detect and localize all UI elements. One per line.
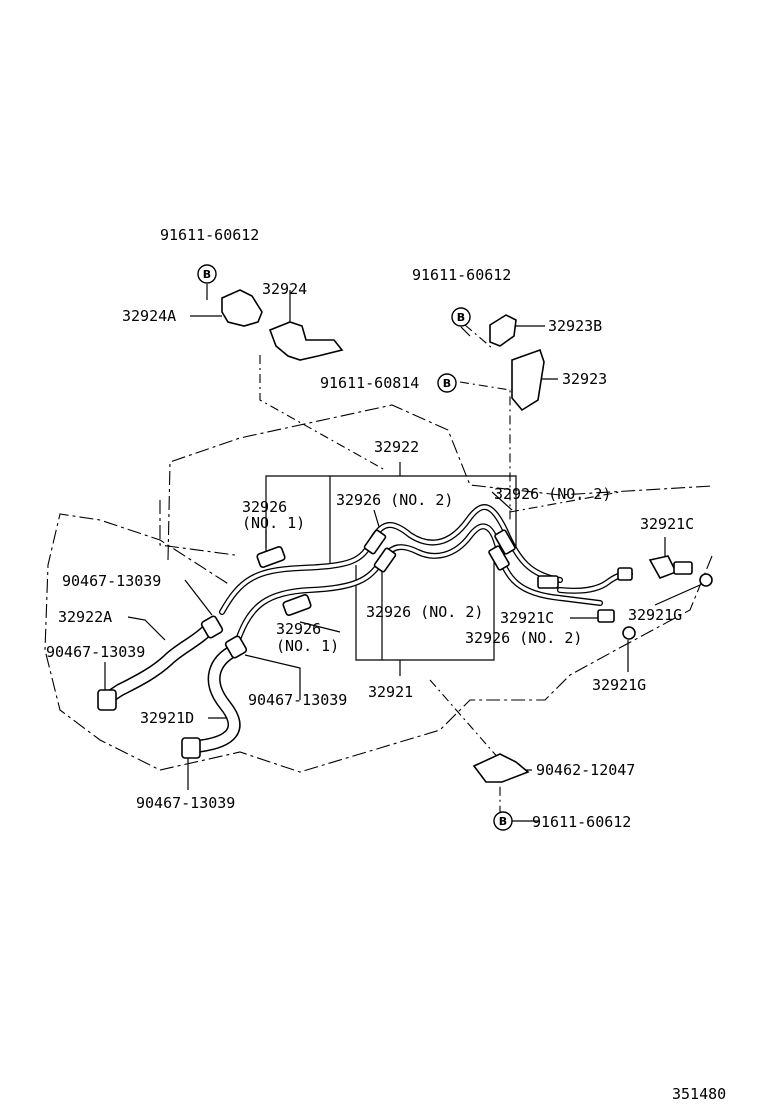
clamp-32924	[268, 321, 344, 361]
label-32921c-upper: 32921C	[640, 515, 694, 533]
label-bolt-bottom: 91611-60612	[532, 813, 631, 831]
hose-clip-90467-4	[181, 737, 201, 759]
label-32921c-lower: 32921C	[500, 609, 554, 627]
label-32923: 32923	[562, 370, 607, 388]
label-bolt-top-right: 91611-60612	[412, 266, 511, 284]
label-90467-2: 90467-13039	[46, 643, 145, 661]
hose-32921d	[193, 643, 242, 753]
leader-bracket-32923	[459, 381, 511, 520]
label-32926-no2-lower-mid: 32926 (NO. 2)	[366, 603, 483, 621]
group-bracket-32922	[265, 462, 517, 558]
union-32921c-elbow	[648, 555, 693, 579]
leader-bolt-top-right	[460, 326, 471, 337]
bolt-marker-top-right: B	[451, 307, 471, 327]
label-90467-4: 90467-13039	[136, 794, 235, 812]
label-32921d: 32921D	[140, 709, 194, 727]
hose-clip-90467-2	[97, 689, 117, 711]
hose-clip-90467-3	[224, 635, 248, 659]
label-90467-3: 90467-13039	[248, 691, 347, 709]
label-bolt-top-left: 91611-60612	[160, 226, 259, 244]
label-bolt-mid: 91611-60814	[320, 374, 419, 392]
sleeve-32926-no1-upper	[256, 546, 286, 568]
label-32924a: 32924A	[122, 307, 176, 325]
svg-text:B: B	[457, 311, 465, 324]
label-32923b: 32923B	[548, 317, 602, 335]
svg-text:B: B	[443, 377, 451, 390]
bolt-marker-top-left: B	[197, 264, 217, 284]
sleeve-32926-no1-lower	[282, 594, 312, 616]
bolt-marker-bottom: B	[493, 811, 513, 831]
sleeve-32926-no2-d	[488, 545, 510, 571]
gasket-32921g-upper	[699, 573, 713, 587]
leader-32926-no1-lower	[299, 621, 341, 633]
leader-clip-3	[244, 654, 301, 700]
leader-clip-1	[184, 579, 213, 616]
sleeve-32926-no2-b	[373, 547, 397, 573]
label-32921g-upper: 32921G	[628, 606, 682, 624]
label-90467-1: 90467-13039	[62, 572, 161, 590]
sleeve-32926-no2-a	[363, 529, 387, 555]
union-32921c-on-tube	[537, 567, 633, 623]
gasket-32921g-lower	[622, 626, 636, 640]
label-32926-no2-upper-right: 32926 (NO. 2)	[494, 485, 611, 503]
hose-clip-90467-1	[200, 615, 224, 639]
label-32926-no2-lower-right: 32926 (NO. 2)	[465, 629, 582, 647]
clamp-90462-12047	[472, 753, 530, 783]
leader-clip-32923b	[464, 324, 493, 349]
label-32922a: 32922A	[58, 608, 112, 626]
sleeve-32926-no2-c	[494, 529, 516, 555]
leader-32926-no2-b	[491, 491, 513, 511]
leader-clamp-32924	[259, 355, 386, 471]
leader-hose-a	[127, 616, 166, 641]
case-rib-left	[159, 500, 236, 556]
label-32926-no1-upper: 32926	[242, 498, 287, 516]
svg-text:B: B	[203, 268, 211, 281]
clamp-32923b	[489, 314, 517, 347]
leader-32921g-upper	[654, 584, 701, 606]
clamp-32924a	[221, 289, 263, 327]
svg-text:B: B	[499, 815, 507, 828]
label-32926-no1-lower-sub: (NO. 1)	[276, 637, 339, 655]
label-32926-no1-lower: 32926	[276, 620, 321, 638]
figure-number: 351480	[672, 1085, 726, 1103]
transmission-case-outline	[44, 404, 713, 773]
group-bracket-32921	[355, 560, 495, 676]
label-32926-no2-upper-mid: 32926 (NO. 2)	[336, 491, 453, 509]
label-32922: 32922	[374, 438, 419, 456]
label-90462-12047: 90462-12047	[536, 761, 635, 779]
bolt-marker-mid: B	[437, 373, 457, 393]
label-32921: 32921	[368, 683, 413, 701]
bracket-32923	[511, 348, 545, 412]
label-32924: 32924	[262, 280, 307, 298]
leader-bottom-clamp	[429, 679, 501, 818]
hose-32922a	[98, 618, 219, 707]
label-32921g-lower: 32921G	[592, 676, 646, 694]
label-32926-no1-upper-sub: (NO. 1)	[242, 514, 305, 532]
